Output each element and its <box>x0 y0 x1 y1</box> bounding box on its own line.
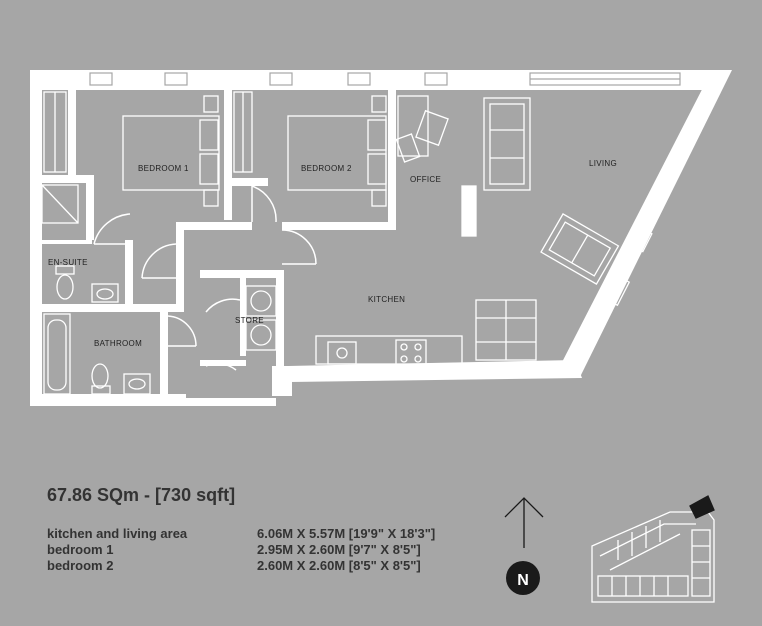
dimension-room-size: 2.95M X 2.60M [9'7" X 8'5"] <box>257 542 421 557</box>
doors <box>93 185 317 371</box>
interior-walls <box>42 90 396 402</box>
key-plan <box>591 495 715 603</box>
dimension-room-size: 6.06M X 5.57M [19'9" X 18'3"] <box>257 526 436 541</box>
dimension-room-name: bedroom 1 <box>47 542 114 557</box>
total-area: 67.86 SQm - [730 sqft] <box>47 485 236 505</box>
north-arrow-head <box>504 497 544 518</box>
room-label-office: OFFICE <box>410 175 441 184</box>
room-label-bedroom-1: BEDROOM 1 <box>138 164 189 173</box>
dimension-room-name: bedroom 2 <box>47 558 114 573</box>
dimension-room-name: kitchen and living area <box>47 526 188 541</box>
outer-walls <box>30 70 732 406</box>
room-labels: BEDROOM 1 BEDROOM 2 OFFICE LIVING EN-SUI… <box>48 159 617 348</box>
room-label-bathroom: BATHROOM <box>94 339 142 348</box>
dimension-room-size: 2.60M X 2.60M [8'5" X 8'5"] <box>257 558 421 573</box>
room-label-store: STORE <box>235 316 264 325</box>
windows <box>89 72 681 86</box>
compass-badge <box>506 561 540 595</box>
room-label-bedroom-2: BEDROOM 2 <box>301 164 352 173</box>
compass-label: N <box>517 572 529 589</box>
key-plan-unit-highlight <box>689 495 715 519</box>
north-arrow: N <box>504 497 544 595</box>
room-label-kitchen: KITCHEN <box>368 295 405 304</box>
room-label-living: LIVING <box>589 159 617 168</box>
room-label-ensuite: EN-SUITE <box>48 258 88 267</box>
furniture <box>41 91 697 395</box>
